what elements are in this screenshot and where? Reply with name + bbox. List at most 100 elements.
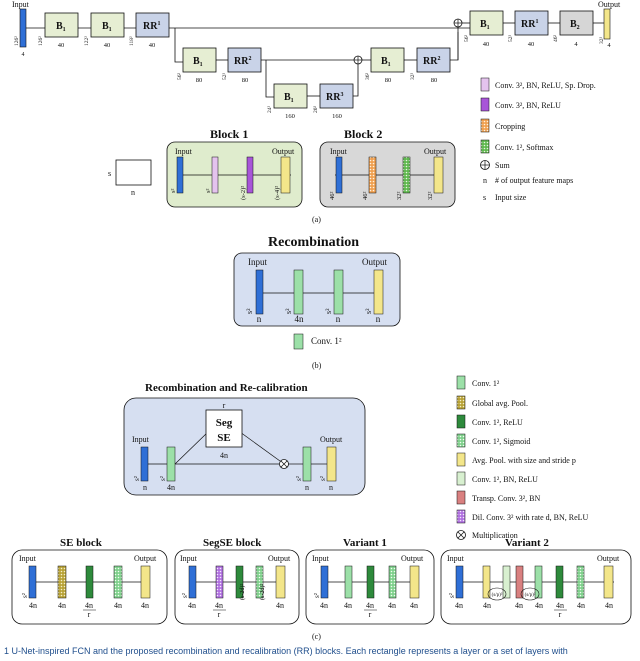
svg-text:40: 40 — [104, 42, 111, 49]
svg-text:RR1: RR1 — [143, 21, 160, 32]
svg-text:80: 80 — [385, 77, 392, 84]
caption-b: (b) — [312, 361, 322, 370]
unet-block-b2 — [559, 10, 594, 36]
svg-text:n: n — [329, 483, 333, 492]
legend-a-swatch-3 — [480, 118, 490, 133]
svg-text:Input size: Input size — [495, 193, 527, 202]
svg-text:SE: SE — [217, 432, 230, 444]
svg-text:32²: 32² — [599, 37, 605, 45]
svg-text:24²: 24² — [267, 106, 273, 114]
svg-text:118²: 118² — [129, 36, 135, 46]
svg-text:4n: 4n — [114, 601, 122, 610]
svg-text:r: r — [218, 610, 221, 619]
svg-text:s²: s² — [313, 593, 321, 598]
svg-text:Input: Input — [447, 554, 465, 563]
svg-text:4n: 4n — [295, 314, 305, 324]
svg-text:Input: Input — [248, 257, 267, 267]
legend-a-swatch-2 — [480, 97, 490, 112]
svg-text:Conv. 1², Softmax: Conv. 1², Softmax — [495, 143, 553, 152]
svg-text:20²: 20² — [313, 106, 319, 114]
svg-text:4n: 4n — [455, 601, 463, 610]
svg-text:n: n — [305, 483, 309, 492]
caption-c: (c) — [312, 632, 321, 641]
legend-a: Conv. 3², BN, ReLU, Sp. Drop. Conv. 3², … — [480, 77, 596, 202]
svg-text:(s-4)²: (s-4)² — [274, 186, 281, 200]
svg-text:B1: B1 — [480, 19, 490, 31]
svg-text:160: 160 — [285, 113, 295, 120]
svg-text:Variant 1: Variant 1 — [343, 537, 387, 549]
svg-text:4n: 4n — [58, 601, 66, 610]
svg-text:46²: 46² — [329, 192, 336, 201]
svg-text:4n: 4n — [188, 601, 196, 610]
svg-text:r: r — [88, 610, 91, 619]
svg-text:Conv. 1², BN, ReLU: Conv. 1², BN, ReLU — [472, 475, 538, 484]
svg-text:40: 40 — [483, 41, 490, 48]
recalibration-panel: Recombination and Re-calibration Input O… — [123, 382, 366, 496]
unet-rr1-up — [514, 10, 549, 36]
svg-text:4n: 4n — [483, 601, 491, 610]
svg-text:4: 4 — [607, 42, 611, 49]
block-1-title: Block 1 — [210, 127, 248, 141]
svg-text:n: n — [257, 314, 262, 324]
svg-text:Output: Output — [362, 257, 388, 267]
figure-caption: 1 U-Net-inspired FCN and the proposed re… — [4, 646, 568, 656]
svg-text:s²: s² — [133, 476, 141, 481]
svg-text:n: n — [336, 314, 341, 324]
svg-text:Global avg. Pool.: Global avg. Pool. — [472, 399, 528, 408]
svg-text:n: n — [131, 188, 135, 197]
svg-text:Output: Output — [268, 554, 291, 563]
block-2: Block 2 Input Output 46² 46² 32² 32² — [319, 127, 456, 208]
svg-text:4n: 4n — [215, 601, 223, 610]
svg-text:126²: 126² — [38, 36, 44, 46]
legend-c: Conv. 1² Global avg. Pool. Conv. 1², ReL… — [456, 375, 589, 540]
caption-a: (a) — [312, 215, 321, 224]
svg-text:4n: 4n — [535, 601, 543, 610]
svg-text:Input: Input — [132, 435, 150, 444]
svg-text:Output: Output — [424, 147, 447, 156]
svg-text:4n: 4n — [577, 601, 585, 610]
svg-text:4n: 4n — [388, 601, 396, 610]
svg-text:s²: s² — [205, 188, 212, 193]
svg-text:Variant 2: Variant 2 — [505, 537, 549, 549]
svg-text:Input: Input — [330, 147, 348, 156]
svg-text:Output: Output — [597, 554, 620, 563]
svg-text:56²: 56² — [177, 73, 183, 81]
svg-text:4n: 4n — [29, 601, 37, 610]
svg-text:s²: s² — [448, 593, 456, 598]
svg-text:160: 160 — [332, 113, 342, 120]
svg-text:Conv. 1², ReLU: Conv. 1², ReLU — [472, 418, 523, 427]
svg-text:# of output feature maps: # of output feature maps — [495, 176, 573, 185]
svg-text:56²: 56² — [464, 35, 470, 43]
svg-text:Output: Output — [134, 554, 157, 563]
svg-text:80: 80 — [242, 77, 249, 84]
svg-text:126²: 126² — [14, 36, 20, 46]
svg-text:4n: 4n — [556, 601, 564, 610]
size-key: s n — [108, 159, 152, 197]
unet-block-b1-5 — [370, 47, 405, 73]
svg-text:Input: Input — [180, 554, 198, 563]
svg-text:52²: 52² — [222, 73, 228, 81]
svg-text:32²: 32² — [410, 73, 416, 81]
unet-rr2 — [227, 47, 262, 73]
svg-text:s²: s² — [181, 593, 189, 598]
svg-text:s²: s² — [284, 308, 293, 314]
legend-a-swatch-4 — [480, 139, 490, 154]
svg-text:Avg. Pool. with size and strid: Avg. Pool. with size and stride p — [472, 456, 576, 465]
svg-text:46²: 46² — [362, 192, 369, 201]
unet-block-b1-4 — [273, 83, 308, 109]
svg-text:(s-2d)²: (s-2d)² — [259, 584, 266, 600]
svg-text:4n: 4n — [220, 451, 228, 460]
svg-text:32²: 32² — [427, 192, 434, 201]
svg-text:80: 80 — [431, 77, 438, 84]
svg-text:Input: Input — [312, 554, 330, 563]
variant-2: Variant 2 Input Output (s/p)² (s/p)² s² … — [440, 537, 632, 625]
svg-text:(s/p)²: (s/p)² — [525, 592, 536, 598]
svg-text:4n: 4n — [344, 601, 352, 610]
svg-text:4n: 4n — [167, 483, 175, 492]
svg-text:n: n — [376, 314, 381, 324]
unet-input-label: Input — [12, 0, 30, 9]
svg-text:(s-2)²: (s-2)² — [240, 186, 247, 200]
svg-text:36²: 36² — [365, 73, 371, 81]
unet-block-b1-2 — [90, 12, 125, 38]
svg-text:40: 40 — [528, 41, 535, 48]
